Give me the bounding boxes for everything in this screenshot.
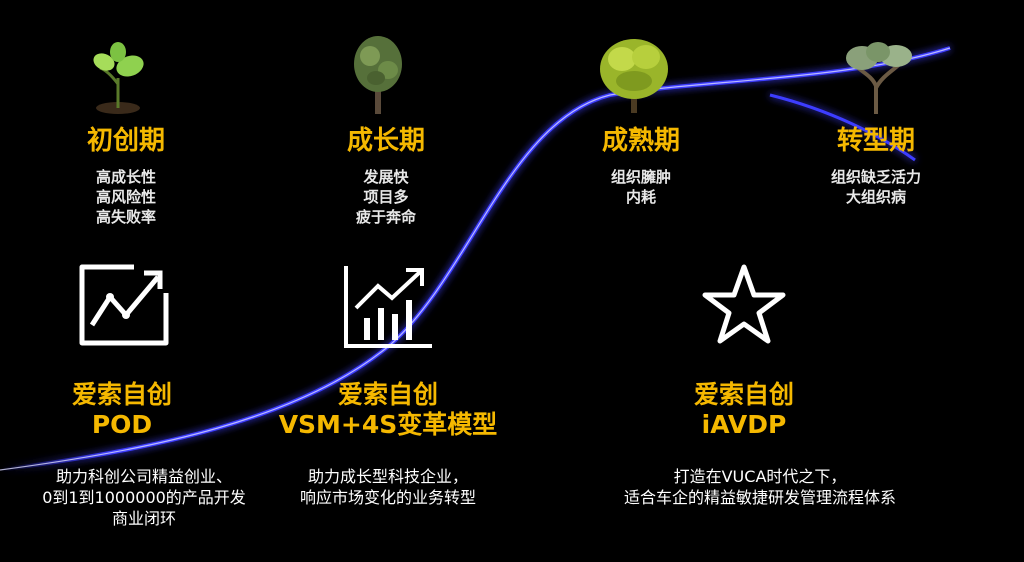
product-desc-vsm: 助力成长型科技企业， 响应市场变化的业务转型 bbox=[228, 466, 548, 508]
stage-desc-line: 发展快 bbox=[363, 168, 409, 186]
young-tree-icon bbox=[354, 36, 402, 114]
product-name: VSM+4S变革模型 bbox=[278, 410, 498, 439]
stage-desc-mature: 组织臃肿 内耗 bbox=[541, 167, 741, 207]
stage-desc-line: 项目多 bbox=[363, 188, 409, 206]
stage-title-startup: 初创期 bbox=[86, 126, 165, 156]
product-pod: 爱索自创 POD bbox=[0, 380, 272, 440]
product-name: iAVDP bbox=[701, 410, 787, 439]
mature-tree-icon bbox=[600, 39, 668, 113]
stage-desc-line: 疲于奔命 bbox=[355, 208, 416, 226]
stage-desc-line: 高失败率 bbox=[95, 208, 156, 226]
stage-desc-line: 内耗 bbox=[625, 188, 656, 206]
product-desc-line: 助力成长型科技企业， bbox=[307, 467, 468, 486]
product-brand: 爱索自创 bbox=[71, 380, 172, 409]
bar-chart-growth-icon bbox=[344, 266, 432, 348]
stage-title-growth: 成长期 bbox=[346, 126, 425, 156]
stage-desc-line: 大组织病 bbox=[845, 188, 906, 206]
stage-title-mature: 成熟期 bbox=[601, 126, 680, 156]
product-desc-line: 响应市场变化的业务转型 bbox=[299, 488, 476, 507]
stage-desc-line: 组织臃肿 bbox=[610, 168, 671, 186]
stage-desc-growth: 发展快 项目多 疲于奔命 bbox=[286, 167, 486, 227]
product-desc-line: 商业闭环 bbox=[111, 509, 176, 528]
stage-desc-startup: 高成长性 高风险性 高失败率 bbox=[26, 167, 226, 227]
old-tree-icon bbox=[846, 42, 912, 114]
stage-desc-line: 高风险性 bbox=[95, 188, 156, 206]
product-desc-line: 助力科创公司精益创业、 bbox=[55, 467, 232, 486]
trend-line-chart-icon bbox=[79, 264, 169, 346]
stage-desc-transition: 组织缺乏活力 大组织病 bbox=[776, 167, 976, 207]
product-brand: 爱索自创 bbox=[337, 380, 438, 409]
product-desc-pod: 助力科创公司精益创业、 0到1到1000000的产品开发 商业闭环 bbox=[0, 466, 304, 529]
product-desc-line: 打造在VUCA时代之下， bbox=[673, 467, 847, 486]
stage-desc-line: 高成长性 bbox=[95, 168, 156, 186]
product-desc-line: 适合车企的精益敏捷研发管理流程体系 bbox=[623, 488, 896, 507]
stage-desc-line: 组织缺乏活力 bbox=[830, 168, 921, 186]
product-brand: 爱索自创 bbox=[693, 380, 794, 409]
product-desc-iavdp: 打造在VUCA时代之下， 适合车企的精益敏捷研发管理流程体系 bbox=[600, 466, 920, 508]
star-outline-icon bbox=[702, 264, 786, 344]
stage-title-transition: 转型期 bbox=[836, 126, 915, 156]
product-desc-line: 0到1到1000000的产品开发 bbox=[42, 488, 246, 507]
product-vsm: 爱索自创 VSM+4S变革模型 bbox=[238, 380, 538, 440]
product-iavdp: 爱索自创 iAVDP bbox=[594, 380, 894, 440]
sapling-icon bbox=[93, 42, 144, 114]
product-name: POD bbox=[91, 410, 153, 439]
